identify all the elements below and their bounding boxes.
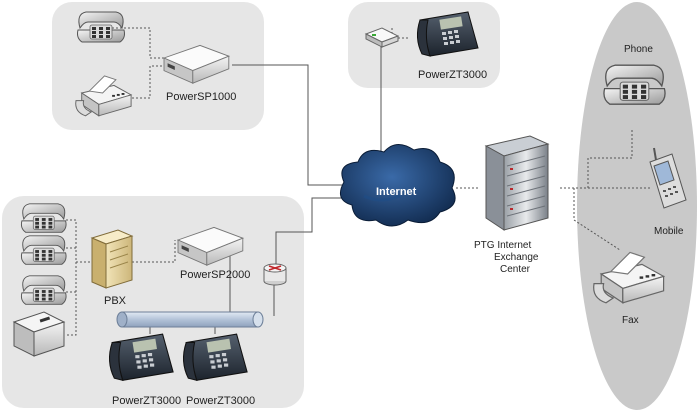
- router-icon: [263, 263, 287, 286]
- pbx-label: PBX: [104, 295, 127, 307]
- cloud-icon: [339, 144, 456, 227]
- pbx-tower-icon: [90, 229, 134, 289]
- internet-label: Internet: [376, 186, 417, 198]
- phone-label: Phone: [624, 44, 653, 55]
- router-icon: [364, 27, 400, 48]
- powerzt3000-left-label: PowerZT3000: [112, 395, 181, 407]
- powersp2000-label: PowerSP2000: [180, 269, 250, 281]
- fax-label: Fax: [622, 315, 639, 326]
- powerzt3000-top-label: PowerZT3000: [418, 69, 487, 81]
- powerzt3000-right-label: PowerZT3000: [186, 395, 255, 407]
- mobile-label: Mobile: [654, 226, 684, 237]
- ip-phone-icon: [416, 11, 479, 57]
- ip-phone-icon: [108, 333, 174, 381]
- pstn-ellipse: [577, 2, 697, 410]
- connection-lines: [66, 27, 650, 336]
- ethernet-bus: [116, 311, 264, 328]
- server-rack-icon: [484, 135, 550, 231]
- powersp1000-label: PowerSP1000: [166, 91, 236, 103]
- ptg-label-line1: PTG Internet: [474, 240, 531, 251]
- ip-phone-icon: [182, 333, 248, 381]
- printer-icon: [12, 311, 66, 357]
- ptg-label-line2: Exchange: [494, 252, 539, 263]
- mobile-phone-icon: [649, 147, 687, 209]
- ptg-label-line3: Center: [500, 264, 531, 275]
